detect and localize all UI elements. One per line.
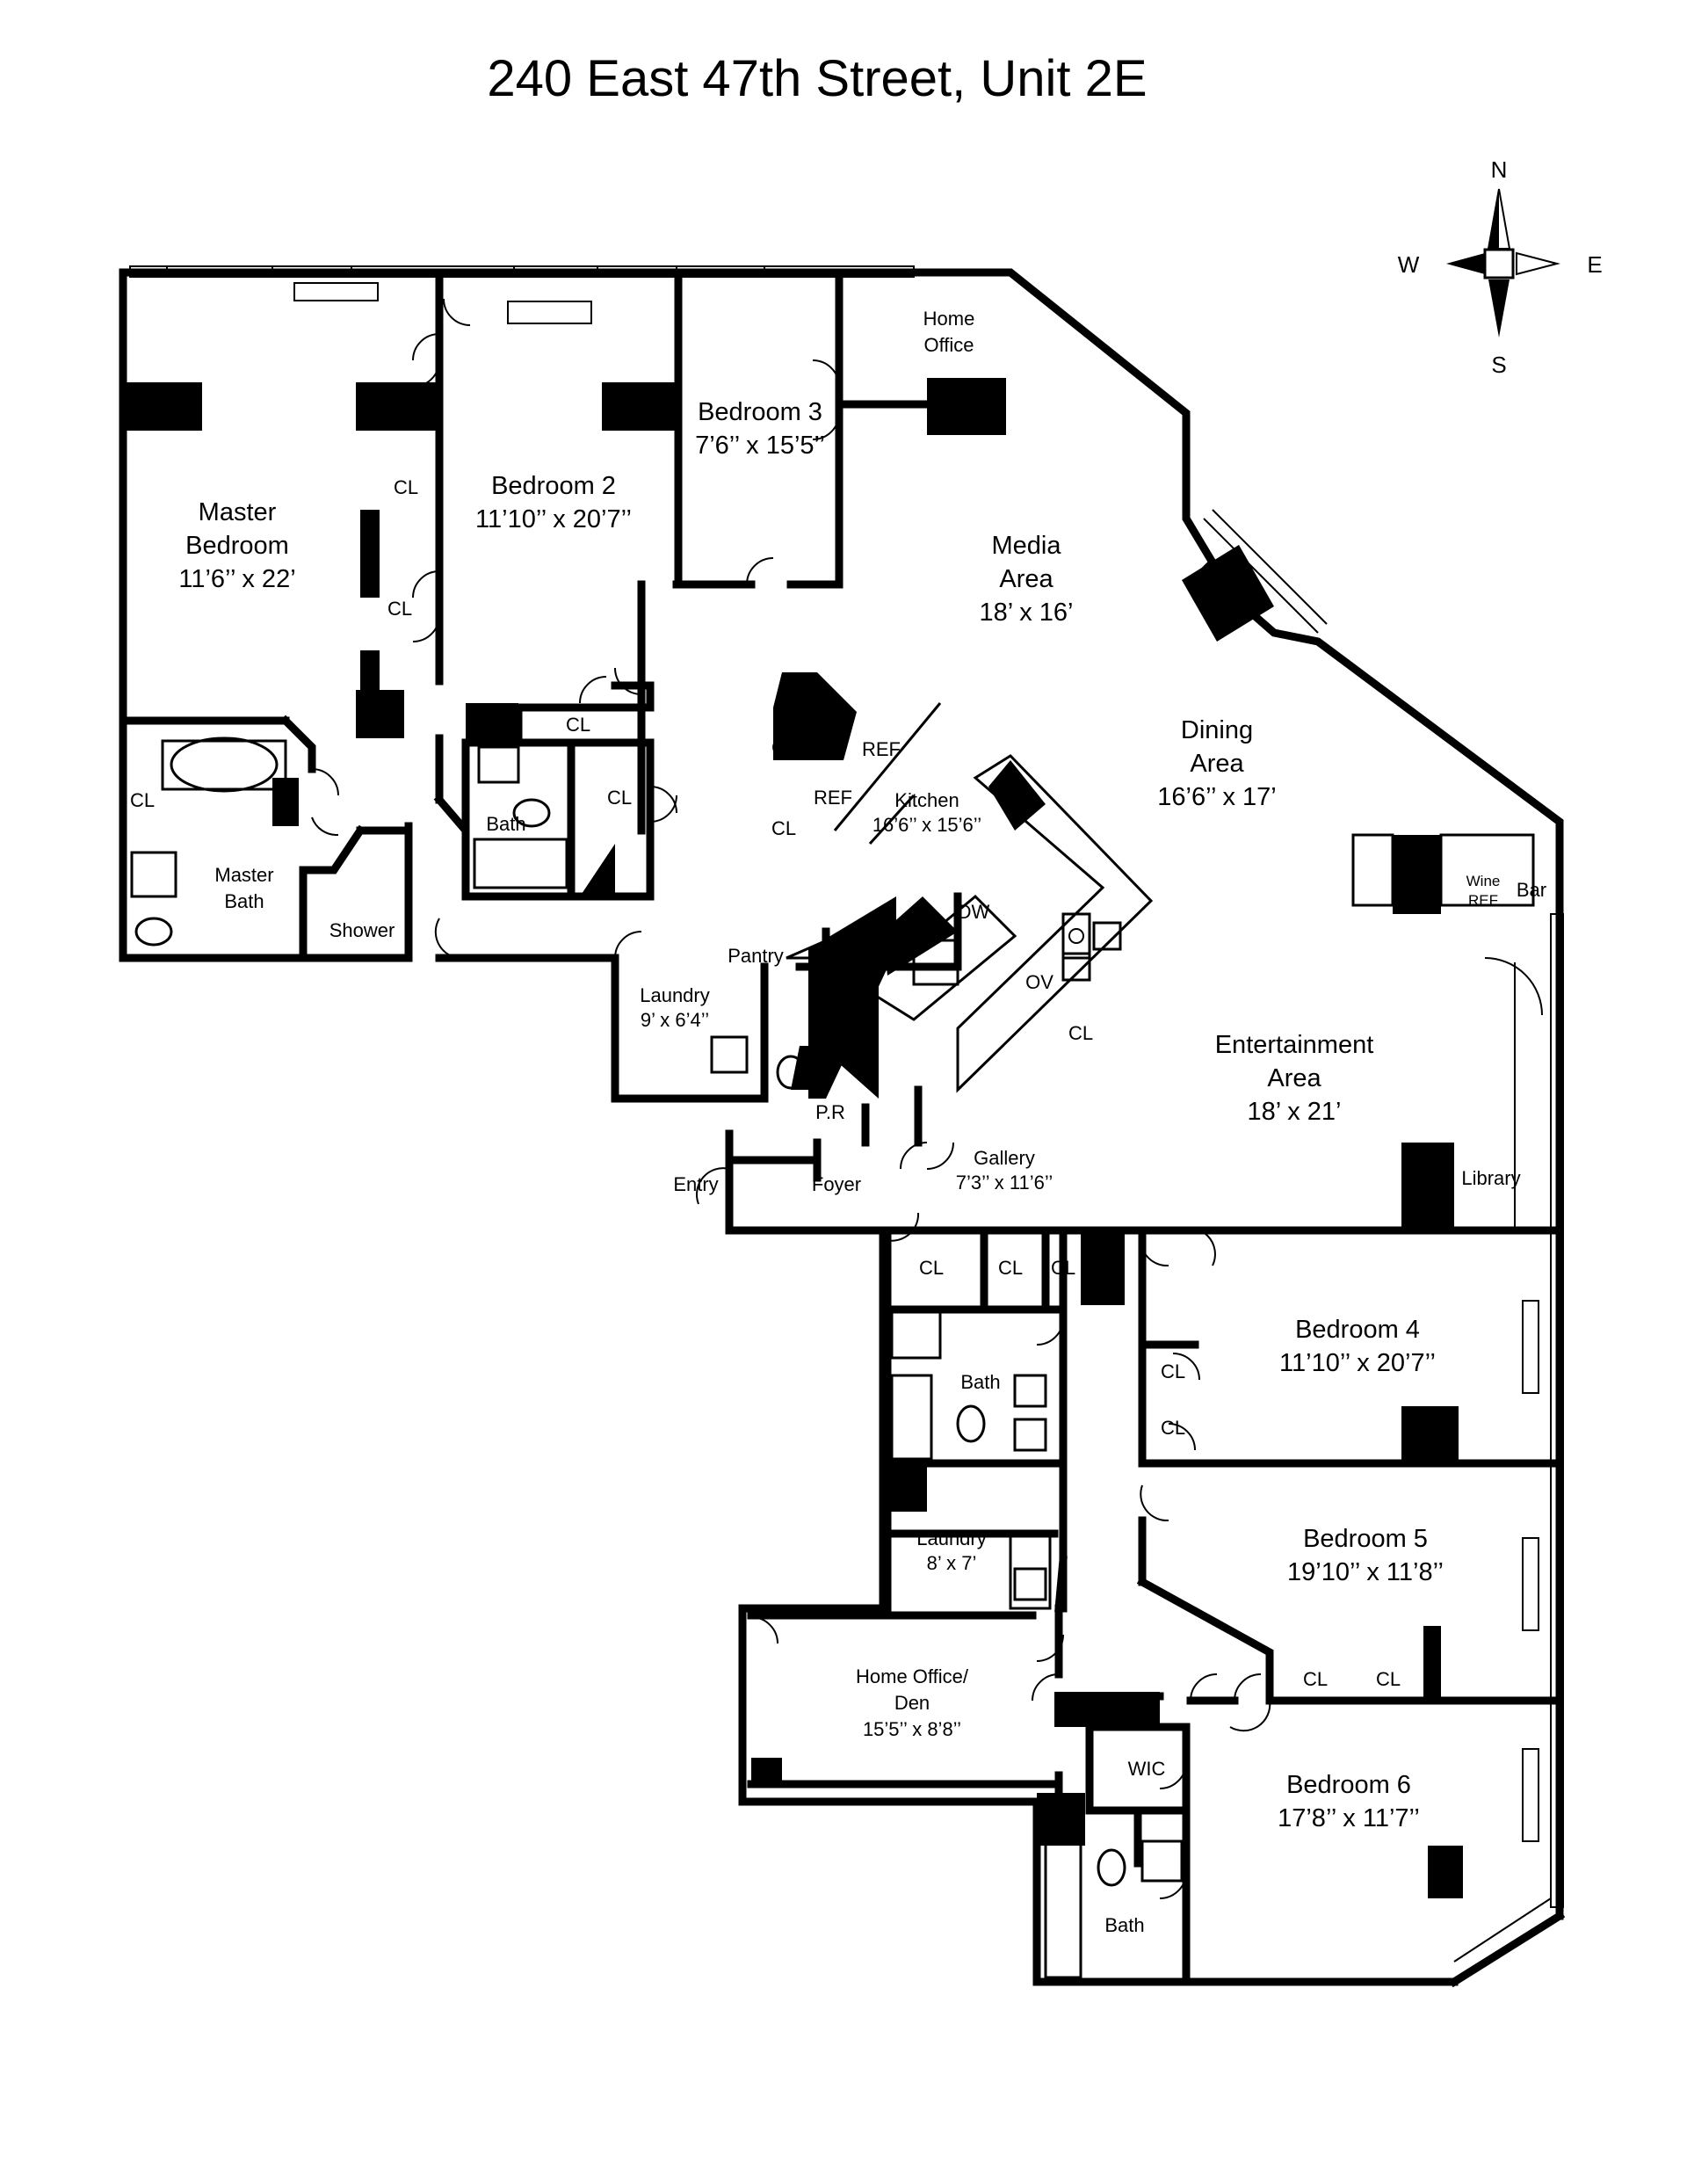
home-office-name-2: Office — [923, 334, 974, 356]
closet-label: CL — [1051, 1257, 1075, 1279]
compass-n: N — [1491, 156, 1508, 183]
interior-walls — [119, 268, 1564, 1986]
bedroom-2-name: Bedroom 2 — [491, 472, 616, 500]
ref-label: REF — [862, 738, 901, 760]
kitchen-name: Kitchen — [894, 789, 959, 811]
plan-title: 240 East 47th Street, Unit 2E — [487, 50, 1148, 107]
wine-ref-label-2: REF — [1468, 892, 1498, 909]
library-label: Library — [1461, 1167, 1520, 1189]
bedroom-4-name: Bedroom 4 — [1295, 1316, 1420, 1344]
closet-label: CL — [1376, 1668, 1401, 1690]
closet-label: CL — [566, 714, 590, 736]
east-windows — [1203, 509, 1564, 1963]
closet-label: CL — [1161, 1417, 1185, 1439]
kitchen-counters — [786, 702, 1154, 1093]
master-bedroom-name-2: Bedroom — [185, 532, 289, 560]
fixture-labels: CL CL CL CL CL CL CL CL CL CL CL CL CL C… — [130, 476, 1401, 1690]
closet-label: CL — [998, 1257, 1023, 1279]
bedroom-5-name: Bedroom 5 — [1303, 1525, 1428, 1553]
wine-ref-label-1: Wine — [1466, 873, 1501, 889]
laundry-2-name: Laundry — [916, 1527, 987, 1549]
wic-label: WIC — [1128, 1758, 1166, 1780]
ov-label: OV — [1025, 971, 1053, 993]
home-office-den-name-2: Den — [894, 1692, 930, 1714]
master-bath-name-2: Bath — [224, 890, 264, 912]
bath-2-label: Bath — [960, 1371, 1000, 1393]
media-area-name-1: Media — [992, 532, 1062, 560]
home-office-den-name-1: Home Office/ — [856, 1665, 969, 1687]
laundry-2-dims: 8’ x 7’ — [927, 1552, 977, 1574]
home-office-den-dims: 15’5’’ x 8’8’’ — [863, 1718, 961, 1740]
closet-label: CL — [387, 598, 412, 620]
media-area-dims: 18’ x 16’ — [980, 599, 1074, 627]
entertainment-area-name-1: Entertainment — [1215, 1031, 1374, 1059]
closet-label: CL — [771, 817, 796, 839]
closet-label: CL — [607, 787, 632, 809]
door-swings — [311, 298, 1543, 1899]
powder-room-label: P.R — [815, 1101, 845, 1123]
shower-label: Shower — [329, 919, 395, 941]
bedroom-6-name: Bedroom 6 — [1286, 1771, 1411, 1799]
master-bath-name-1: Master — [214, 864, 273, 886]
ref-label: REF — [814, 787, 852, 809]
entry-label: Entry — [673, 1173, 718, 1195]
entertainment-area-name-2: Area — [1267, 1064, 1321, 1092]
room-labels: Master Bedroom 11’6’’ x 22’ Bedroom 2 11… — [178, 308, 1546, 1936]
dining-area-name-1: Dining — [1181, 716, 1253, 744]
closet-label: CL — [394, 476, 418, 498]
bedroom-5-dims: 19’10’’ x 11’8’’ — [1287, 1558, 1444, 1586]
foyer-label: Foyer — [812, 1173, 861, 1195]
bath-3-label: Bath — [1104, 1914, 1144, 1936]
closet-label: CL — [1303, 1668, 1328, 1690]
bedroom-6-dims: 17’8’’ x 11’7’’ — [1278, 1804, 1420, 1832]
bedroom-4-dims: 11’10’’ x 20’7’’ — [1279, 1349, 1436, 1377]
compass-e: E — [1587, 251, 1602, 278]
home-office-name-1: Home — [923, 308, 975, 330]
dining-area-name-2: Area — [1190, 750, 1244, 778]
gallery-dims: 7’3’’ x 11’6’’ — [956, 1172, 1053, 1194]
dw-label: DW — [958, 901, 990, 923]
bar-label: Bar — [1517, 879, 1546, 901]
closet-label: CL — [919, 1257, 944, 1279]
master-bedroom-name-1: Master — [199, 498, 277, 526]
structural-columns — [123, 378, 1463, 1898]
closet-label: CL — [1161, 1360, 1185, 1382]
bedroom-3-dims: 7’6’’ x 15’5’’ — [695, 432, 825, 460]
laundry-1-name: Laundry — [640, 984, 710, 1006]
bath-fixtures — [130, 736, 1535, 1979]
compass-s: S — [1491, 352, 1506, 378]
closet-label: CL — [771, 736, 796, 758]
closet-label: CL — [130, 789, 155, 811]
bedroom-3-name: Bedroom 3 — [698, 398, 822, 426]
gallery-name: Gallery — [974, 1147, 1035, 1169]
compass-w: W — [1398, 251, 1420, 278]
compass-icon: N S W E — [1398, 156, 1603, 378]
laundry-1-dims: 9’ x 6’4’’ — [641, 1009, 709, 1031]
media-area-name-2: Area — [999, 565, 1053, 593]
dining-area-dims: 16’6’’ x 17’ — [1157, 783, 1276, 811]
closet-label: CL — [1068, 1022, 1093, 1044]
pantry-label: Pantry — [728, 945, 784, 967]
bath-1-label: Bath — [486, 813, 525, 835]
kitchen-dims: 16’6’’ x 15’6’’ — [872, 814, 981, 836]
bedroom-2-dims: 11’10’’ x 20’7’’ — [475, 505, 632, 533]
master-bedroom-dims: 11’6’’ x 22’ — [178, 565, 295, 593]
entertainment-area-dims: 18’ x 21’ — [1248, 1098, 1342, 1126]
